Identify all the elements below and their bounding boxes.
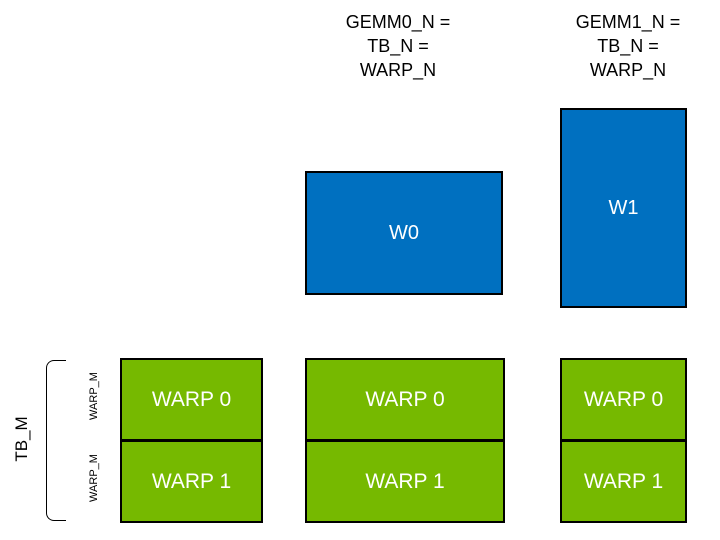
gemm0-dimension-label: GEMM0_N = TB_N = WARP_N [308,10,488,82]
tb-m-bracket [46,360,66,521]
warp-grid-col2-row1: WARP 1 [560,440,687,523]
warp-grid-col2-row0: WARP 0 [560,358,687,441]
gemm1-label-line3: WARP_N [589,60,667,80]
warp0-label: WARP 0 [365,387,445,411]
tb-m-label: TB_M [12,416,31,462]
gemm1-dimension-label: GEMM1_N = TB_N = WARP_N [538,10,718,82]
warp0-label: WARP 0 [151,387,232,411]
warp-m-label-row1: WARP_M [88,454,100,502]
warp-grid-col1-row1: WARP 1 [305,440,505,523]
w1-label: W1 [608,196,639,219]
warp-tile-w1-box: W1 [560,108,687,308]
gemm1-label-line1: GEMM1_N = [575,12,681,32]
gemm1-label-line2: TB_N = [597,36,659,56]
warp-tile-w0-box: W0 [305,171,503,295]
warp1-label: WARP 1 [151,469,232,493]
warp1-label: WARP 1 [365,469,445,493]
warp-grid-col0-row0: WARP 0 [120,358,263,441]
gemm0-label-line3: WARP_N [359,60,437,80]
warp0-label: WARP 0 [583,387,664,411]
warp-grid-col1-row0: WARP 0 [305,358,505,441]
warp1-label: WARP 1 [583,469,664,493]
gemm0-label-line1: GEMM0_N = [345,12,451,32]
gemm0-label-line2: TB_N = [367,36,429,56]
warp-grid-col0-row1: WARP 1 [120,440,263,523]
w0-label: W0 [389,221,419,244]
warp-m-label-row0: WARP_M [88,372,100,420]
